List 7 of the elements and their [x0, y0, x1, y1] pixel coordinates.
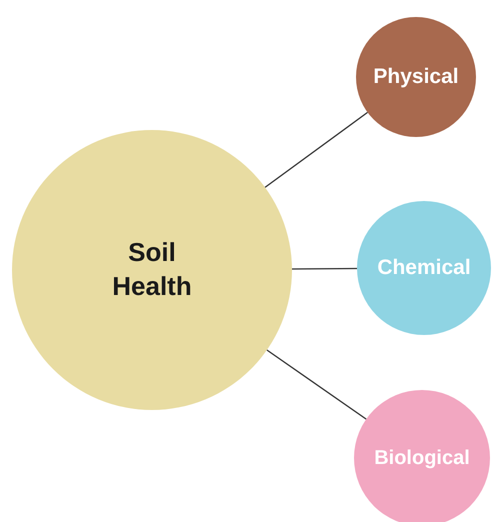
connector-line: [292, 268, 357, 270]
connector-line: [266, 349, 367, 420]
circle-label: Physical: [373, 64, 459, 90]
circle-label: Biological: [374, 446, 470, 471]
connector-line: [264, 112, 368, 188]
circle-label: Chemical: [377, 255, 471, 282]
circle-label: Soil Health: [111, 236, 193, 303]
